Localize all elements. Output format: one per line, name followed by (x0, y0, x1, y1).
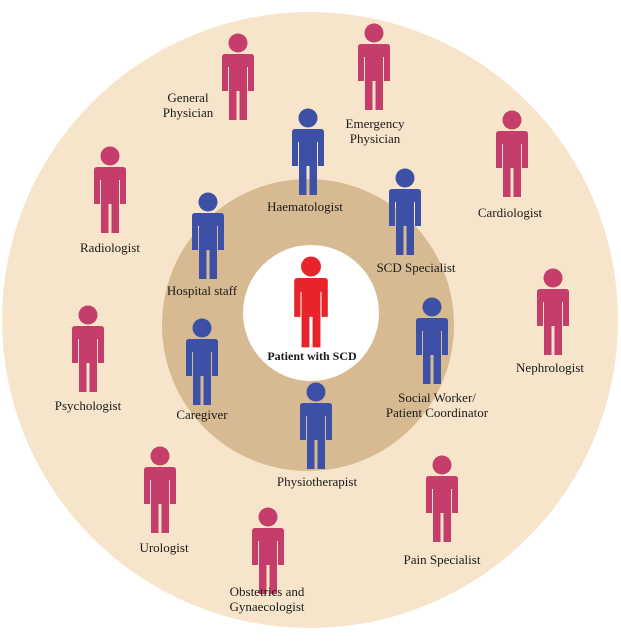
physiotherapist-person-icon (300, 382, 332, 469)
label-social-worker: Social Worker/ Patient Coordinator (385, 390, 489, 420)
label-haematologist: Haematologist (267, 199, 343, 214)
psychologist-person-icon (72, 305, 104, 392)
caregiver-person-icon (186, 318, 218, 405)
label-physiotherapist: Physiotherapist (276, 474, 358, 489)
nephrologist-person-icon (537, 268, 569, 355)
label-hospital-staff: Hospital staff (166, 283, 238, 298)
obstetrics-person-icon (252, 507, 284, 594)
cardiologist-person-icon (496, 110, 528, 197)
label-scd-specialist: SCD Specialist (376, 260, 456, 275)
patient-icon (294, 256, 328, 348)
label-general-physician: General Physician (162, 90, 214, 120)
label-nephrologist: Nephrologist (516, 360, 584, 375)
pain-specialist-person-icon (426, 455, 458, 542)
social-worker-person-icon (416, 297, 448, 384)
label-caregiver: Caregiver (176, 407, 228, 422)
label-urologist: Urologist (139, 540, 189, 555)
label-radiologist: Radiologist (80, 240, 140, 255)
label-pain-specialist: Pain Specialist (403, 552, 481, 567)
patient-label: Patient with SCD (267, 349, 357, 363)
haematologist-person-icon (292, 108, 324, 195)
label-emergency-physician: Emergency Physician (345, 116, 405, 146)
label-cardiologist: Cardiologist (477, 205, 543, 220)
person-icons (72, 23, 569, 594)
scd-specialist-person-icon (389, 168, 421, 255)
label-psychologist: Psychologist (54, 398, 122, 413)
radiologist-person-icon (94, 146, 126, 233)
emergency-physician-person-icon (358, 23, 390, 110)
hospital-staff-person-icon (192, 192, 224, 279)
label-obstetrics: Obstetrics and Gynaecologist (229, 584, 305, 614)
urologist-person-icon (144, 446, 176, 533)
general-physician-person-icon (222, 33, 254, 120)
